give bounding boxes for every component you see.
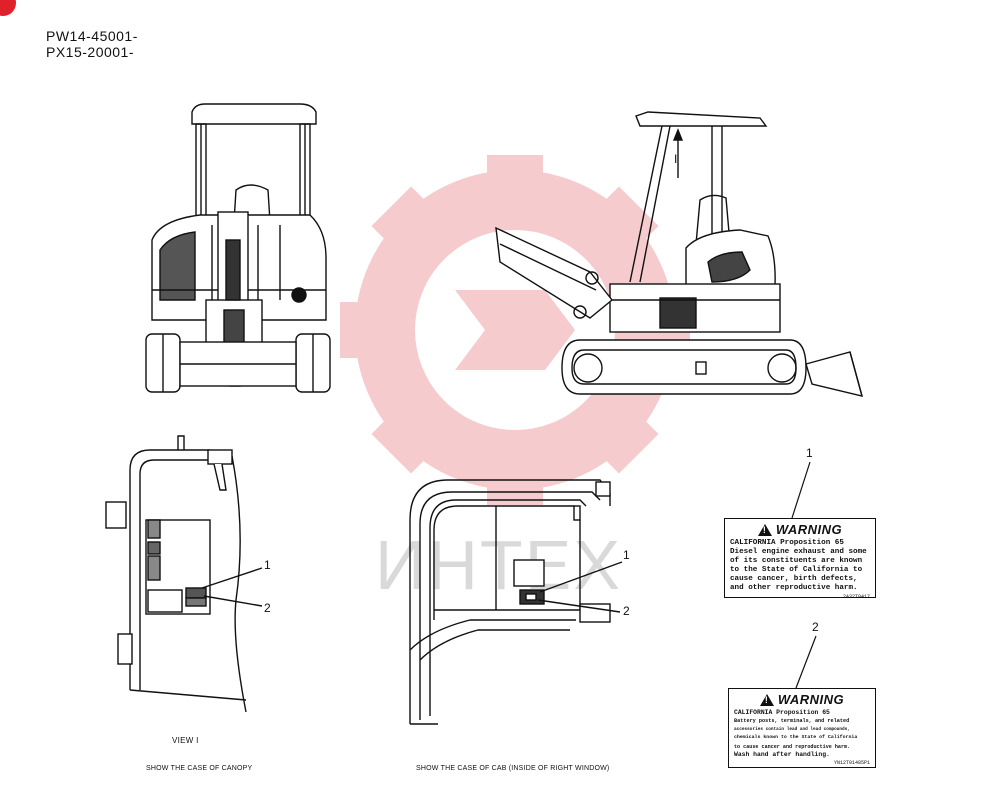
label-line: CALIFORNIA Proposition 65 [734, 709, 830, 716]
warning-label-battery: WARNING CALIFORNIA Proposition 65 Batter… [728, 688, 876, 768]
label-line: chemicals known to the State of Californ… [734, 735, 858, 741]
caption-cab: SHOW THE CASE OF CAB (INSIDE OF RIGHT WI… [416, 765, 610, 772]
label-line: and other reproductive harm. [730, 584, 858, 592]
cab-callout-1: 1 [623, 548, 630, 562]
warning-triangle-icon [759, 693, 774, 706]
caption-canopy: SHOW THE CASE OF CANOPY [146, 765, 253, 772]
serial-line-2: PX15-20001- [46, 44, 135, 60]
canopy-callout-1: 1 [264, 558, 271, 572]
label-line: CALIFORNIA Proposition 65 [730, 539, 844, 547]
canopy-callout-2: 2 [264, 601, 271, 615]
label-callout-1: 1 [806, 446, 813, 460]
view-arrow-label: I [674, 152, 678, 166]
label-line: Battery posts, terminals, and related [734, 718, 850, 725]
label-line: cause cancer, birth defects, [730, 575, 858, 583]
view-label: VIEW I [172, 736, 199, 745]
warning-triangle-icon [757, 523, 772, 536]
serial-line-1: PW14-45001- [46, 28, 138, 44]
corner-mark [0, 0, 16, 16]
watermark-text: ИНТЕХ [375, 526, 623, 604]
label-callout-2: 2 [812, 620, 819, 634]
label-line: to the State of California to [730, 566, 863, 574]
warning-heading: WARNING [730, 522, 870, 537]
warning-heading: WARNING [734, 692, 870, 707]
label-line: Diesel engine exhaust and some [730, 548, 867, 556]
label-line: accessories contain lead and lead compou… [734, 726, 850, 732]
cab-callout-2: 2 [623, 604, 630, 618]
label-code: YN12T01485P1 [833, 760, 870, 767]
serial-numbers: PW14-45001- PX15-20001- [46, 28, 138, 60]
label-line: of its constituents are known [730, 557, 863, 565]
label-code: 2A32T0417 [842, 594, 870, 600]
label-line: to cause cancer and reproductive harm. [734, 743, 851, 750]
warning-label-diesel-exhaust: WARNING CALIFORNIA Proposition 65 Diesel… [724, 518, 876, 600]
label-line: Wash hand after handling. [734, 751, 830, 759]
